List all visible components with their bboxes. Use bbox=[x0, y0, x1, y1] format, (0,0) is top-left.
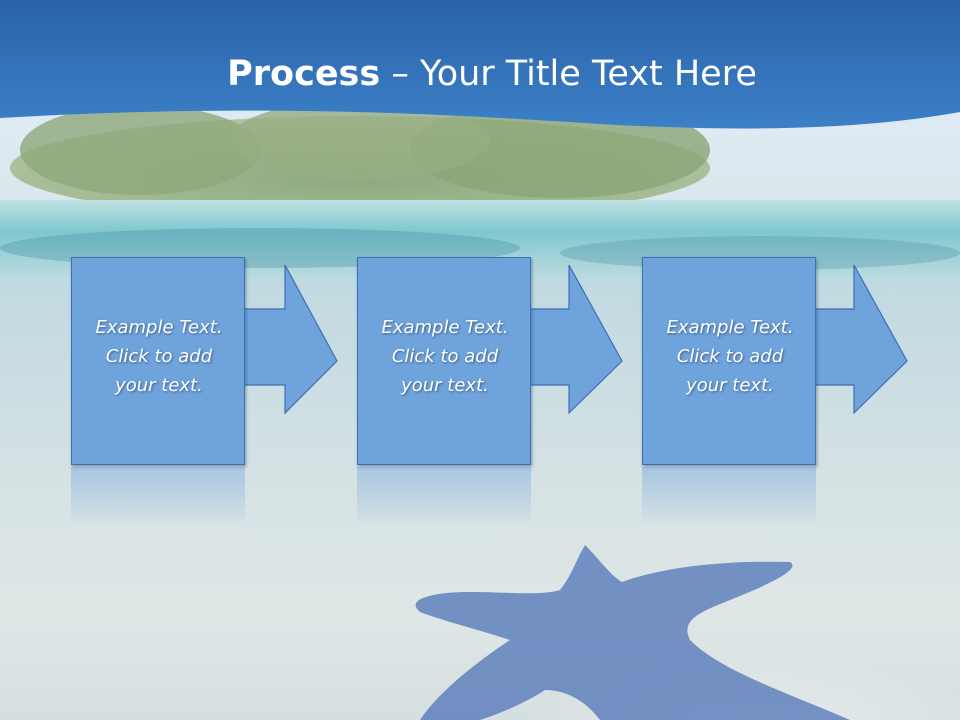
process-step-2[interactable]: Example Text. Click to add your text. bbox=[357, 257, 627, 467]
step-text[interactable]: Example Text. Click to add your text. bbox=[358, 313, 532, 400]
step-reflection bbox=[71, 467, 245, 527]
process-step-1[interactable]: Example Text. Click to add your text. bbox=[71, 257, 341, 467]
arrow-right-icon bbox=[811, 264, 908, 415]
step-box[interactable]: Example Text. Click to add your text. bbox=[642, 257, 816, 465]
step-line: your text. bbox=[401, 375, 489, 396]
arrow-right-icon bbox=[240, 264, 338, 415]
step-reflection bbox=[357, 467, 531, 527]
page-title: Process – Your Title Text Here bbox=[0, 52, 960, 96]
step-line: Example Text. bbox=[381, 317, 509, 338]
step-line: Click to add bbox=[391, 346, 499, 367]
step-line: Example Text. bbox=[95, 317, 223, 338]
step-text[interactable]: Example Text. Click to add your text. bbox=[643, 313, 817, 400]
step-line: Example Text. bbox=[666, 317, 794, 338]
step-line: your text. bbox=[115, 375, 203, 396]
step-line: Click to add bbox=[676, 346, 784, 367]
step-box[interactable]: Example Text. Click to add your text. bbox=[357, 257, 531, 465]
step-line: your text. bbox=[686, 375, 774, 396]
title-band bbox=[0, 0, 960, 129]
step-text[interactable]: Example Text. Click to add your text. bbox=[72, 313, 246, 400]
step-reflection bbox=[642, 467, 816, 527]
step-box[interactable]: Example Text. Click to add your text. bbox=[71, 257, 245, 465]
arrow-right-icon bbox=[526, 264, 623, 415]
title-rest: – Your Title Text Here bbox=[380, 54, 757, 94]
step-line: Click to add bbox=[105, 346, 213, 367]
title-bold: Process bbox=[227, 54, 381, 94]
process-step-3[interactable]: Example Text. Click to add your text. bbox=[642, 257, 912, 467]
